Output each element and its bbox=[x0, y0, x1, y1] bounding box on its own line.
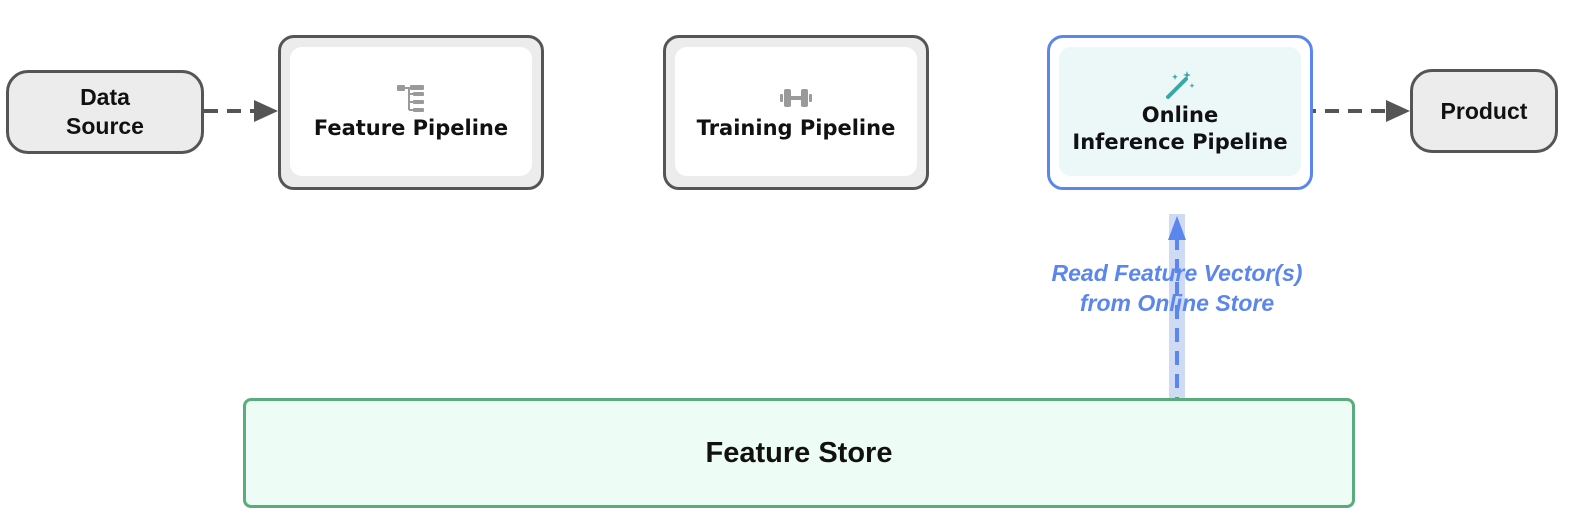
data-source-node[interactable]: Data Source bbox=[6, 70, 204, 154]
training-pipeline-card: Training Pipeline bbox=[675, 47, 917, 176]
edge-label-line2: from Online Store bbox=[1079, 290, 1275, 316]
read-feature-vectors-label: Read Feature Vector(s) from Online Store bbox=[1027, 258, 1327, 318]
dumbbell-icon bbox=[778, 81, 814, 115]
training-pipeline-label: Training Pipeline bbox=[696, 116, 896, 140]
inference-pipeline-label-line2: Inference Pipeline bbox=[1072, 129, 1288, 154]
feature-pipeline-card: Feature Pipeline bbox=[290, 47, 532, 176]
feature-store-label: Feature Store bbox=[705, 436, 893, 469]
data-source-label-line2: Source bbox=[66, 113, 144, 139]
data-source-label-line1: Data bbox=[80, 84, 130, 110]
inference-pipeline-label-line1: Online bbox=[1141, 102, 1219, 127]
tree-structure-icon bbox=[394, 81, 428, 115]
inference-pipeline-node[interactable]: Online Inference Pipeline bbox=[1047, 35, 1313, 190]
product-label: Product bbox=[1440, 97, 1528, 124]
feature-pipeline-label: Feature Pipeline bbox=[313, 116, 509, 140]
magic-wand-icon bbox=[1163, 68, 1197, 102]
edge-label-line1: Read Feature Vector(s) bbox=[1051, 260, 1303, 286]
training-pipeline-node[interactable]: Training Pipeline bbox=[663, 35, 929, 190]
edge-source-to-feature bbox=[204, 100, 278, 122]
inference-pipeline-card: Online Inference Pipeline bbox=[1059, 47, 1301, 176]
product-node[interactable]: Product bbox=[1410, 69, 1558, 153]
edge-inference-to-product bbox=[1302, 100, 1410, 122]
feature-store-node[interactable]: Feature Store bbox=[243, 398, 1355, 508]
feature-pipeline-node[interactable]: Feature Pipeline bbox=[278, 35, 544, 190]
